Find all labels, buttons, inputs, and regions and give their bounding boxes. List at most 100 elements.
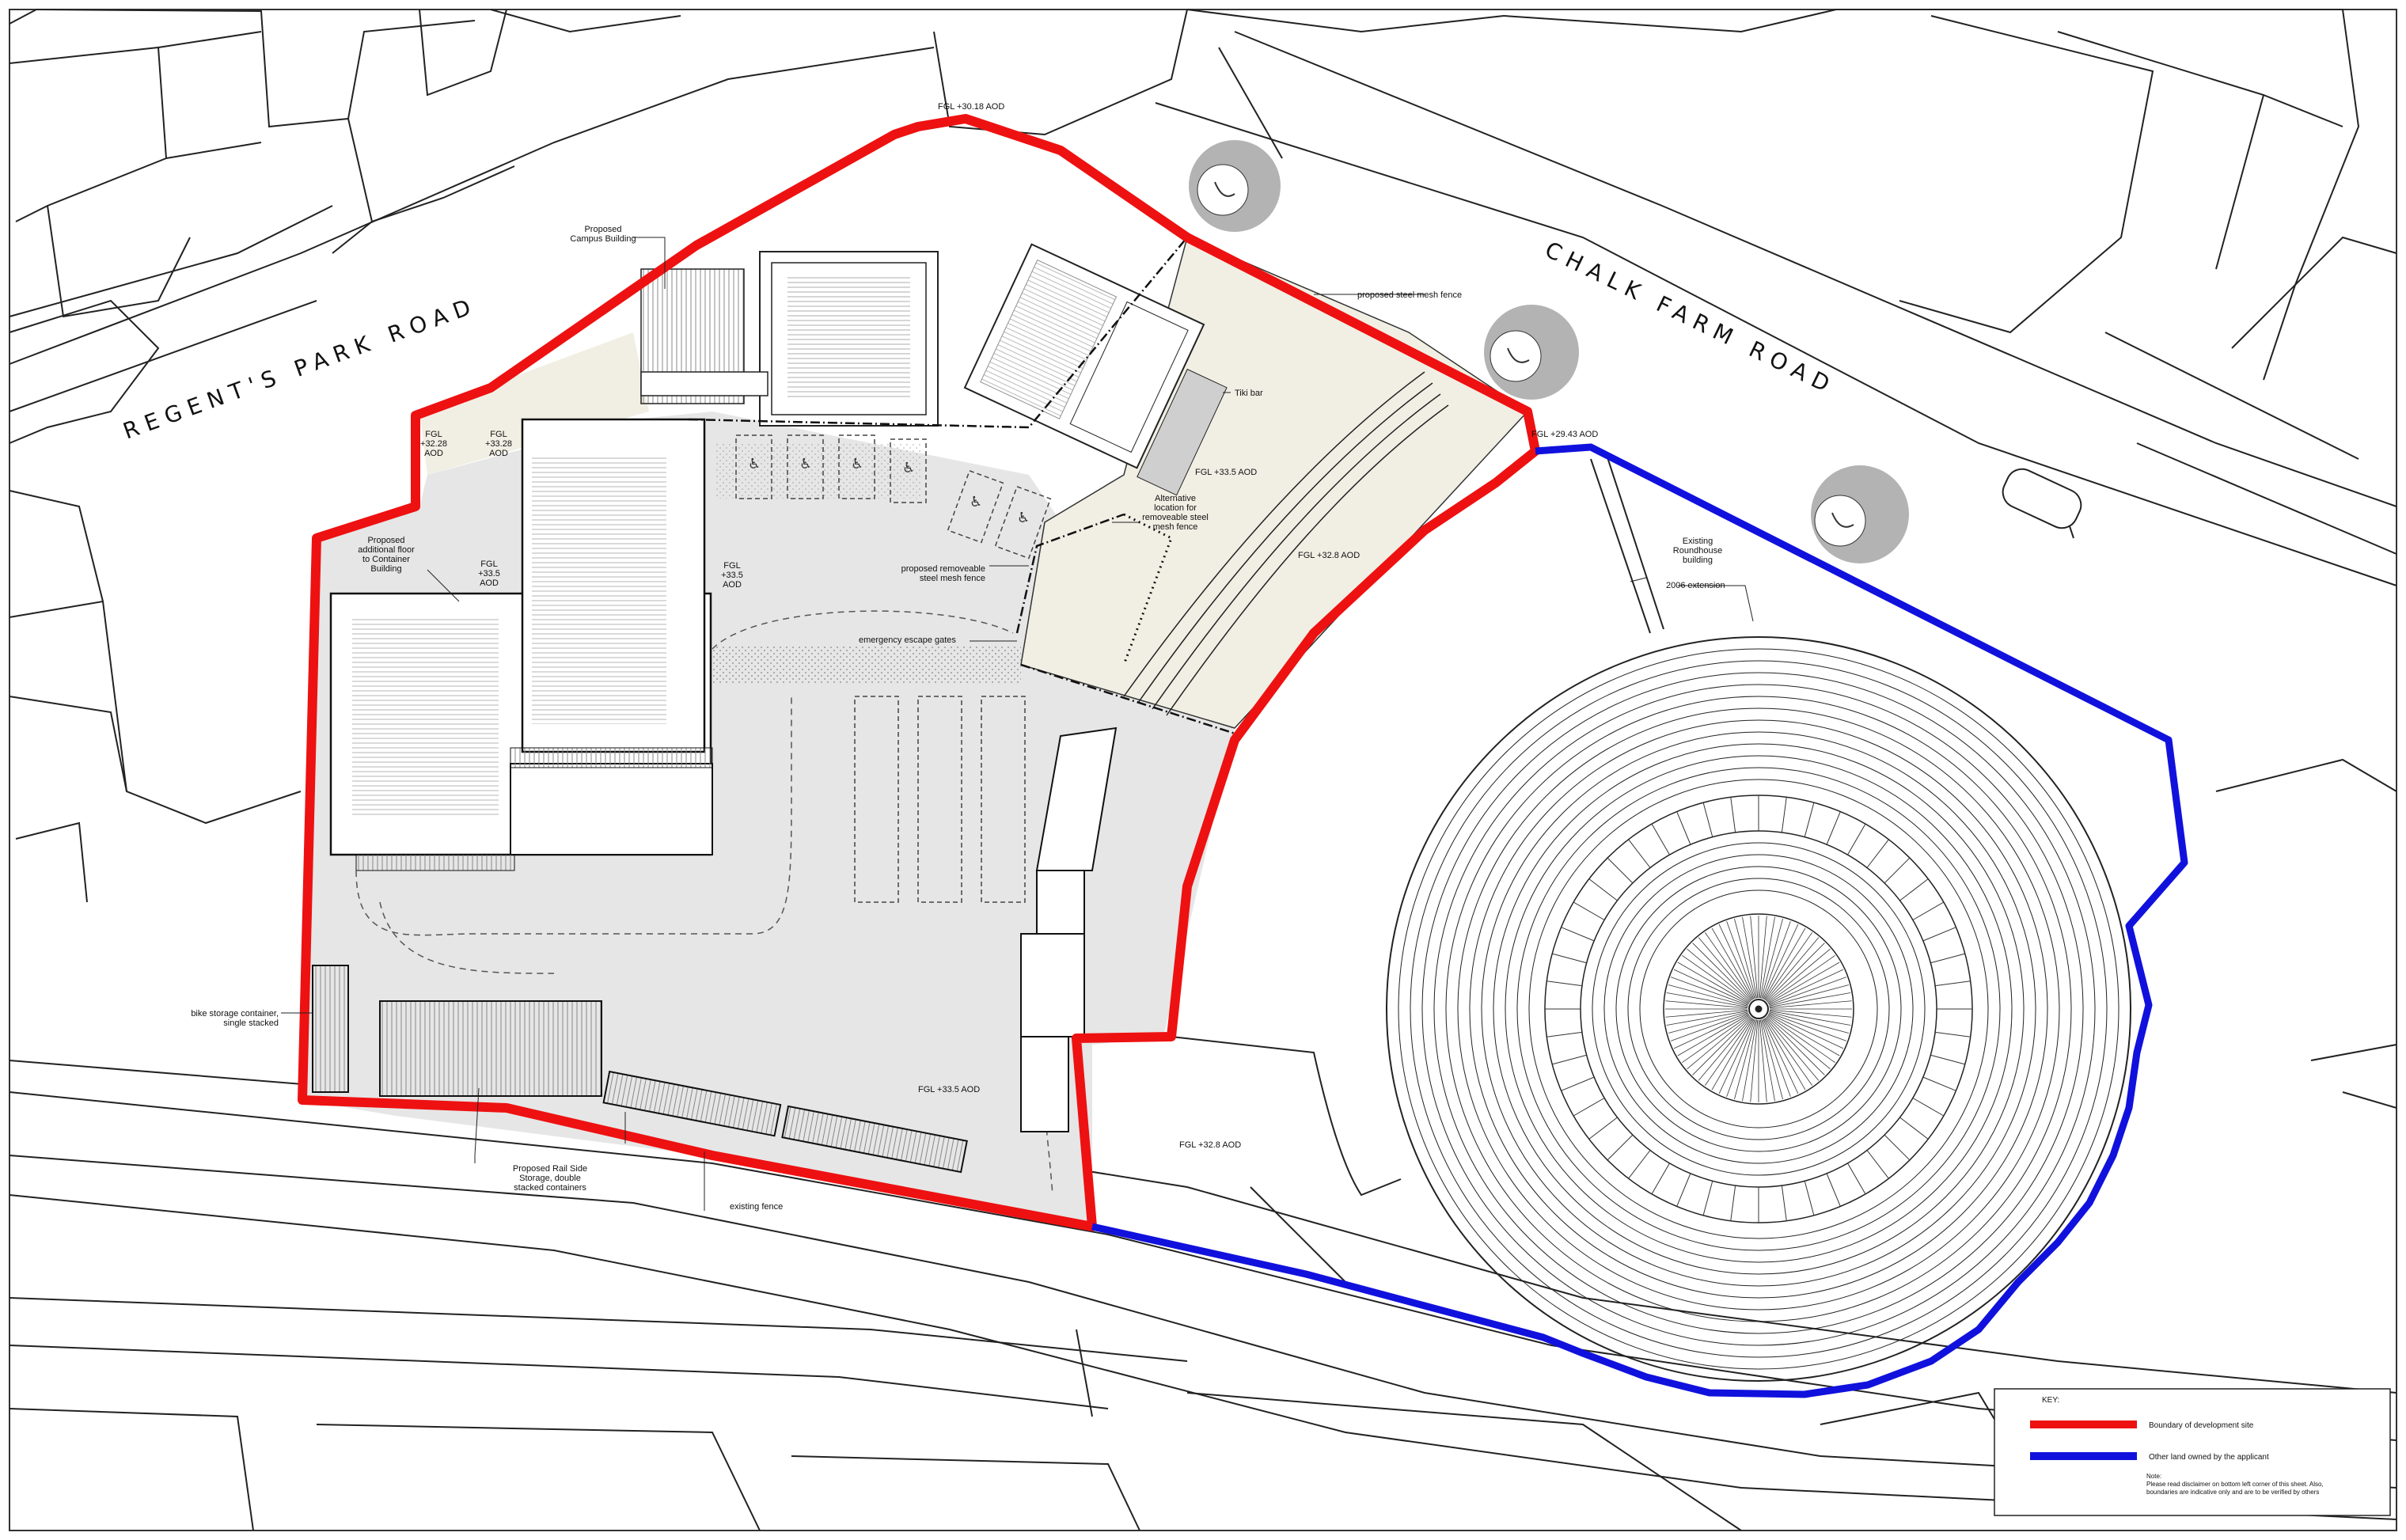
rib-line bbox=[1561, 1076, 1595, 1091]
spoke-line bbox=[1704, 1018, 1753, 1086]
roundhouse-wing bbox=[1171, 1036, 1402, 1197]
svg-text:Roundhouse: Roundhouse bbox=[1673, 546, 1722, 556]
spoke-line bbox=[1718, 924, 1755, 999]
terrace-surface bbox=[1020, 236, 1529, 729]
legend-red-label: Boundary of development site bbox=[2149, 1421, 2254, 1430]
rib-line bbox=[1588, 878, 1618, 901]
rib-line bbox=[1804, 802, 1815, 837]
spoke-line bbox=[1769, 1000, 1852, 1009]
spoke-line bbox=[1767, 954, 1835, 1003]
spoke-line bbox=[1769, 1012, 1847, 1041]
tree bbox=[1811, 465, 1909, 563]
spoke-line bbox=[1711, 927, 1754, 1000]
parked-car bbox=[2002, 468, 2082, 529]
svg-text:Existing: Existing bbox=[1683, 537, 1713, 546]
rib-line bbox=[1912, 901, 1945, 920]
spoke-line bbox=[1764, 932, 1813, 1000]
svg-text:+32.28: +32.28 bbox=[420, 439, 447, 449]
container-building bbox=[329, 418, 713, 871]
spoke-line bbox=[1764, 1018, 1813, 1086]
spoke-line bbox=[1677, 1014, 1750, 1056]
rib-line bbox=[1826, 811, 1841, 845]
svg-text:FGL: FGL bbox=[723, 561, 740, 571]
bike-storage-note: bike storage container, single stacked bbox=[191, 1009, 279, 1028]
spoke-line bbox=[1726, 920, 1755, 999]
level-label: FGL +29.43 AOD bbox=[1531, 430, 1598, 439]
rib-line bbox=[1847, 1163, 1866, 1195]
rail-storage-note: Proposed Rail Side Storage, double stack… bbox=[513, 1164, 587, 1193]
spoke-line bbox=[1704, 932, 1753, 1000]
spoke-line bbox=[1765, 937, 1820, 1001]
level-label: FGL +32.8 AOD bbox=[1298, 551, 1360, 560]
spoke-line bbox=[1767, 1015, 1835, 1064]
rib-line bbox=[1702, 1181, 1713, 1216]
level-label: FGL +33.5 AOD bbox=[918, 1085, 980, 1094]
spoke-line bbox=[1665, 1000, 1748, 1009]
rib-line bbox=[1781, 797, 1787, 833]
alt-location-note: Alternative location for removeable stee… bbox=[1142, 494, 1209, 532]
rib-line bbox=[1546, 981, 1582, 987]
spoke-line bbox=[1692, 1016, 1751, 1075]
legend-note-line2: boundaries are indicative only and are t… bbox=[2146, 1489, 2319, 1496]
legend-note-title: Note: bbox=[2146, 1473, 2161, 1480]
spoke-line bbox=[1677, 962, 1750, 1004]
svg-text:stacked containers: stacked containers bbox=[514, 1183, 586, 1193]
svg-text:Campus Building: Campus Building bbox=[570, 234, 636, 244]
rib-line bbox=[1935, 1031, 1971, 1037]
rib-line bbox=[1935, 981, 1971, 987]
spoke-line bbox=[1762, 1019, 1791, 1098]
spoke-line bbox=[1768, 969, 1844, 1005]
rib-line bbox=[1676, 811, 1691, 845]
rib-line bbox=[1607, 857, 1634, 884]
spoke-line bbox=[1698, 937, 1752, 1001]
spoke-line bbox=[1670, 977, 1748, 1006]
rib-line bbox=[1651, 1163, 1670, 1195]
roundhouse bbox=[1386, 636, 2131, 1382]
spoke-line bbox=[1668, 984, 1748, 1007]
rib-line bbox=[1573, 901, 1605, 920]
spoke-line bbox=[1682, 954, 1750, 1003]
svg-text:AOD: AOD bbox=[424, 449, 443, 458]
rib-line bbox=[1804, 1181, 1815, 1216]
spoke-line bbox=[1762, 920, 1791, 999]
spoke-line bbox=[1665, 1009, 1748, 1018]
small-level-tag: FGL +32.28 AOD bbox=[420, 430, 447, 458]
terrace-steps bbox=[1123, 371, 1449, 716]
roundhouse-ribs bbox=[1545, 795, 1972, 1223]
extension-2006 bbox=[1590, 454, 1664, 634]
rib-line bbox=[1884, 1134, 1911, 1161]
svg-text:Proposed: Proposed bbox=[584, 225, 621, 234]
spoke-line bbox=[1766, 943, 1825, 1002]
north-strip bbox=[419, 332, 649, 475]
spoke-line bbox=[1742, 916, 1757, 999]
legend-title: KEY: bbox=[2042, 1396, 2059, 1405]
spoke-line bbox=[1767, 948, 1831, 1003]
svg-text:♿: ♿ bbox=[970, 494, 982, 510]
spoke-line bbox=[1760, 916, 1775, 999]
svg-text:proposed removeable: proposed removeable bbox=[901, 564, 985, 574]
spoke-line bbox=[1711, 1018, 1754, 1091]
spoke-line bbox=[1692, 943, 1751, 1002]
svg-text:FGL: FGL bbox=[480, 559, 497, 569]
extension-note: 2006 extension bbox=[1666, 581, 1725, 590]
spoke-line bbox=[1666, 992, 1748, 1007]
small-level-tag: FGL +33.5 AOD bbox=[478, 559, 500, 588]
spoke-line bbox=[1734, 918, 1756, 999]
rib-line bbox=[1866, 839, 1889, 868]
parking-bays bbox=[735, 434, 1052, 903]
svg-text:+33.28: +33.28 bbox=[485, 439, 512, 449]
rib-line bbox=[1588, 1117, 1618, 1140]
rib-line bbox=[1884, 857, 1911, 884]
spoke-line bbox=[1767, 962, 1840, 1004]
spoke-line bbox=[1763, 1018, 1799, 1094]
svg-text:AOD: AOD bbox=[480, 578, 499, 588]
legend: KEY: Boundary of development site Other … bbox=[1994, 1388, 2391, 1516]
level-label: FGL +33.5 AOD bbox=[1195, 468, 1257, 477]
small-level-tag: FGL +33.28 AOD bbox=[485, 430, 512, 458]
stairs-block bbox=[1020, 726, 1118, 1132]
spoke-line bbox=[1763, 924, 1799, 999]
spoke-line bbox=[1666, 1011, 1748, 1026]
small-level-tag: FGL +33.5 AOD bbox=[721, 561, 743, 590]
spoke-line bbox=[1698, 1017, 1752, 1081]
